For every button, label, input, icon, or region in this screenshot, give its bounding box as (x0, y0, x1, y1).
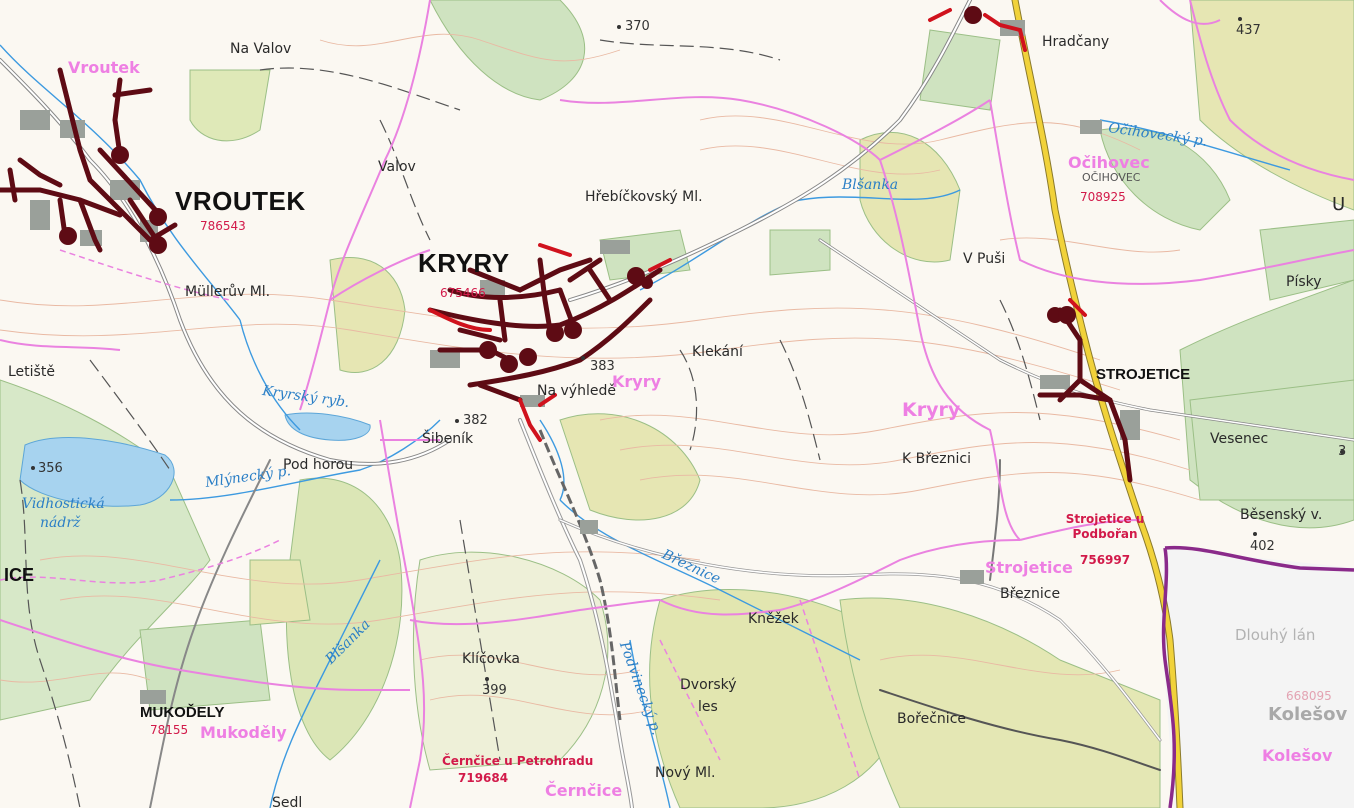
neighbor-area (1160, 548, 1354, 808)
kolesov-pink-label: Kolešov (1262, 746, 1333, 765)
place-hradcany: Hradčany (1042, 34, 1110, 50)
strojetice-cadastre-code: 756997 (1080, 553, 1131, 567)
place-les: les (698, 699, 718, 715)
strojetice-town-label[interactable]: STROJETICE (1096, 366, 1191, 383)
place-dvorsky: Dvorský (680, 677, 737, 693)
place-mulleruv: Müllerův Ml. (185, 284, 271, 300)
place-besensky: Běsenský v. (1240, 507, 1323, 523)
streams (0, 44, 1291, 808)
mukodely-pink-label: Mukoděly (200, 723, 287, 742)
cernice-cadastre-code: 719684 (458, 771, 509, 785)
railway (538, 429, 622, 721)
spot-height-383: 383 (590, 359, 615, 374)
cernice-pink-label: Černčice (545, 781, 623, 800)
kryry-pink-town-label: Kryry (612, 372, 662, 391)
place-borecnice: Bořečnice (897, 711, 967, 727)
place-sedl-partial: Sedl (272, 795, 303, 808)
place-hrebickovsky: Hřebíčkovský Ml. (585, 189, 703, 205)
place-klicovka: Klíčovka (462, 651, 520, 667)
kolesov-code: 668095 (1286, 689, 1332, 703)
ocihovec-code: 708925 (1080, 190, 1126, 204)
municipality-boundary (1161, 545, 1354, 808)
place-vesenec: Vesenec (1210, 431, 1269, 447)
place-u-partial: U (1332, 194, 1346, 215)
kryry-pink-area-label: Kryry (902, 399, 961, 421)
kolesov-town-label: Kolešov (1268, 704, 1348, 725)
minor-paths (19, 39, 1041, 808)
dashed-pink-boundaries (0, 249, 861, 781)
cernice-cadastre-label: Černčice u Petrohradu (442, 754, 594, 768)
vroutek-town-label[interactable]: VROUTEK (175, 186, 306, 216)
spot-height-3: 3 (1338, 444, 1347, 459)
mukodely-code: 78155 (150, 723, 189, 737)
main-road (1011, 0, 1184, 808)
place-na-vyhlede: Na výhledě (537, 383, 616, 399)
place-valov: Valov (378, 159, 416, 175)
place-knezek: Kněžek (748, 611, 799, 627)
spot-height-markers (31, 17, 1344, 681)
strojetice-pink-label: Strojetice (985, 558, 1073, 577)
network-lines (0, 67, 1133, 483)
place-letiste: Letiště (8, 364, 55, 380)
network-lines-red (428, 8, 1087, 442)
spot-height-437: 437 (1236, 23, 1261, 38)
spot-height-402: 402 (1250, 539, 1275, 554)
ocihovec-town-label: OČIHOVEC (1082, 171, 1141, 184)
water-blsanka-north: Blšanka (842, 177, 899, 193)
mukodely-town-label[interactable]: MUKOĎELY (140, 704, 225, 721)
place-k-breznici: K Březnici (902, 451, 971, 467)
vroutek-pink-label: Vroutek (68, 58, 140, 77)
kryry-town-label[interactable]: KRYRY (418, 248, 510, 278)
place-na-valov: Na Valov (230, 41, 292, 57)
network-nodes (59, 6, 1076, 373)
place-v-pusi: V Puši (963, 251, 1006, 267)
place-novy-ml: Nový Ml. (655, 765, 716, 781)
dlouhy-lan-label: Dlouhý lán (1235, 626, 1316, 644)
water-nadrz: nádrž (40, 515, 81, 531)
spot-height-370: 370 (625, 19, 650, 34)
ice-partial-label: ICE (4, 565, 35, 585)
water-vidhosticka: Vidhostická (22, 496, 105, 512)
spot-height-399: 399 (482, 683, 507, 698)
vroutek-code: 786543 (200, 219, 246, 233)
kryry-code: 675466 (440, 286, 486, 300)
spot-height-356: 356 (38, 461, 63, 476)
place-pod-horou: Pod horou (283, 457, 354, 473)
water-bodies (19, 412, 371, 507)
place-pisky: Písky (1286, 274, 1322, 290)
place-sibenik: Šibeník (422, 431, 474, 447)
spot-height-382: 382 (463, 413, 488, 428)
ocihovec-pink-label: Očihovec (1068, 153, 1150, 172)
strojetice-cadastre-label: Strojetice u Podbořan (1065, 512, 1145, 541)
place-breznice: Březnice (1000, 586, 1061, 602)
place-klekani: Klekání (692, 344, 743, 360)
